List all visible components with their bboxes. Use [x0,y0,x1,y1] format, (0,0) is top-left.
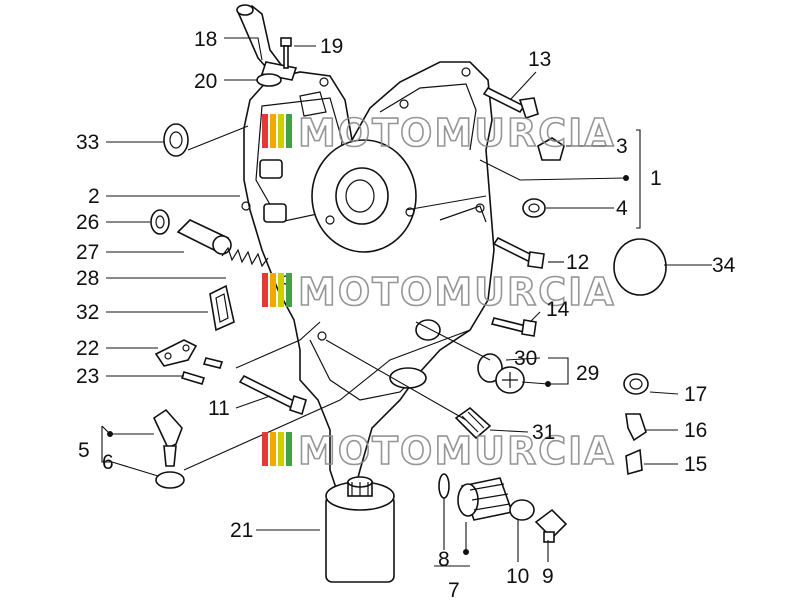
callout-17: 17 [684,383,707,406]
callout-18: 18 [194,28,217,51]
plug-part-9 [534,508,568,543]
callout-26: 26 [76,211,99,234]
watermark-stripe [278,114,284,148]
watermark-stripe [286,114,292,148]
oil-filter-part-21 [325,476,395,583]
seal-part-4 [522,198,546,218]
bolt-part-11 [238,374,307,416]
cap-part-3 [537,137,565,161]
callout-16: 16 [684,419,707,442]
callout-27: 27 [76,241,99,264]
watermark-stripe [262,114,268,148]
watermark-stripe [270,273,276,307]
ring-part-30 [477,353,503,383]
clip-part-15 [625,448,643,476]
watermark-stripe [262,432,268,466]
cover-casing [241,61,495,501]
oring-part-6 [155,471,185,489]
clip-part-16 [625,413,647,442]
callout-13: 13 [528,48,551,71]
watermark-stripe [278,432,284,466]
watermark-stripe [270,432,276,466]
watermark-top: MOTOMURCIA [262,110,616,156]
watermark-text: MOTOMURCIA [298,111,616,155]
watermark-stripe [278,273,284,307]
callout-3: 3 [616,135,628,158]
callout-32: 32 [76,301,99,324]
callout-10: 10 [506,565,529,588]
callout-30: 30 [514,347,537,370]
oring-part-20 [256,73,282,87]
callout-6: 6 [102,451,114,474]
watermark-middle: MOTOMURCIA [262,269,616,315]
callout-15: 15 [684,453,707,476]
bolt-part-14 [490,317,537,337]
watermark-stripe [286,432,292,466]
watermark-bottom: MOTOMURCIA [262,428,616,474]
seal-part-26 [150,209,170,235]
watermark-text: MOTOMURCIA [298,270,616,314]
callout-14: 14 [546,298,570,321]
spring-part-28 [221,246,269,268]
callout-31: 31 [532,421,555,444]
oring-part-34 [613,238,667,296]
clamp-part-17 [623,373,649,395]
callout-8: 8 [438,548,450,571]
callout-2: 2 [88,185,100,208]
plug-part-29 [495,366,525,394]
callout-28: 28 [76,267,99,290]
callout-29: 29 [576,362,599,385]
callout-21: 21 [230,519,253,542]
bolt-part-12 [492,236,545,269]
callout-7: 7 [448,579,460,600]
screw-part-19 [280,37,292,69]
watermark-stripe [262,273,268,307]
callout-11: 11 [208,397,230,420]
callout-23: 23 [76,365,99,388]
dot-29 [545,381,551,387]
dot-1 [623,175,629,181]
dipstick-part-5 [152,408,183,467]
callout-labels: 18 19 20 13 33 3 1 2 4 26 27 12 34 28 14… [76,28,736,600]
callout-19: 19 [320,35,343,58]
gasket-part-32 [209,284,235,332]
callout-9: 9 [542,565,554,588]
callout-1: 1 [650,167,662,190]
bolt-part-13 [482,86,539,120]
watermark-text: MOTOMURCIA [298,429,616,473]
strainer-part-7 [457,477,514,521]
callout-34: 34 [712,254,736,277]
callout-5: 5 [78,439,90,462]
callout-33: 33 [76,131,99,154]
callout-22: 22 [76,337,99,360]
screw-part-23 [180,357,224,385]
oring-part-8 [438,473,450,499]
watermark-stripe [286,273,292,307]
dot-7 [463,549,469,555]
watermark-stripe [270,114,276,148]
plate-part-22 [154,339,198,367]
callout-20: 20 [194,70,217,93]
oring-part-10 [509,499,535,521]
dot-5 [107,431,113,437]
callout-4: 4 [616,197,628,220]
piston-part-27 [176,219,232,255]
callout-12: 12 [566,251,589,274]
seal-part-33 [163,123,189,157]
